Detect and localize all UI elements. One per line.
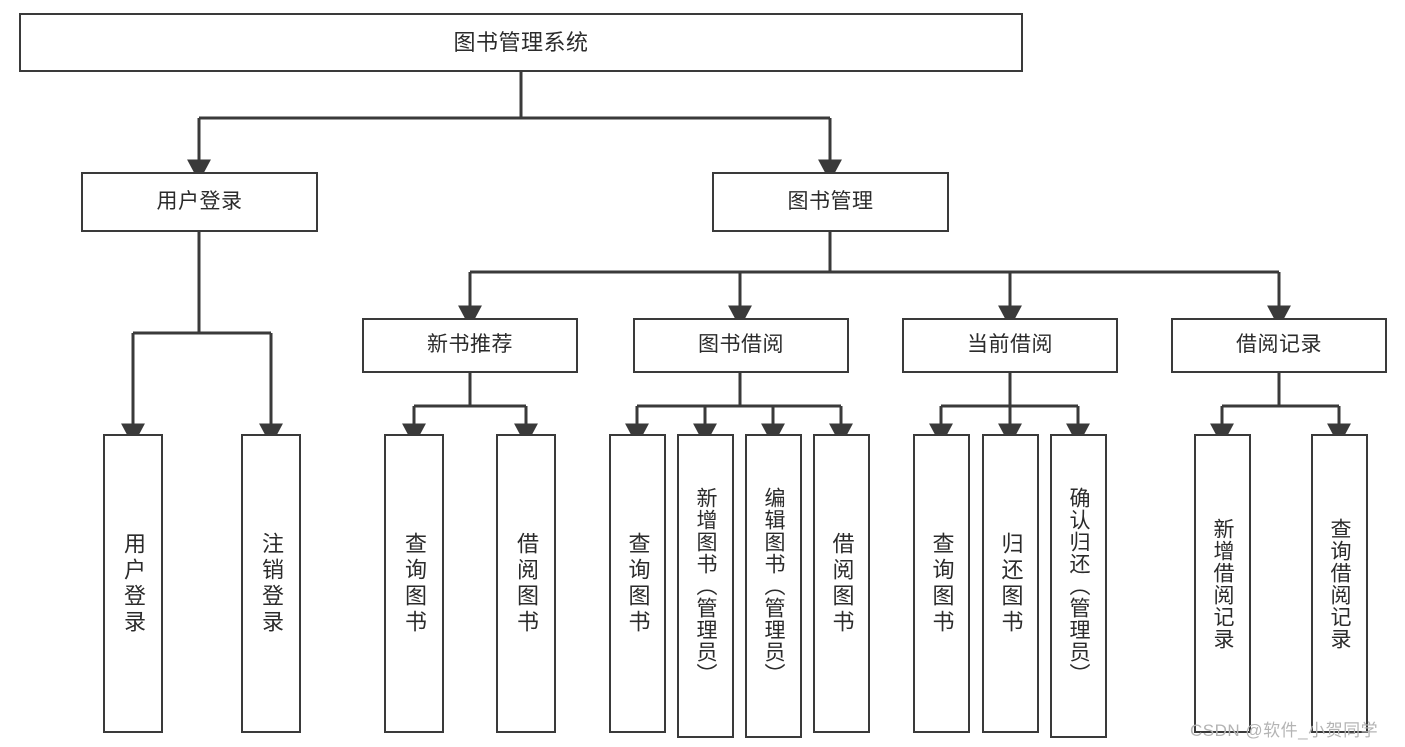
leaf-borrow-add-book-admin-label: 新增图书（管理员） xyxy=(694,487,717,685)
leaf-borrow-edit-book-admin-label: 编辑图书（管理员） xyxy=(762,487,785,685)
leaf-record-query-record-label: 查询借阅记录 xyxy=(1328,517,1351,650)
leaf-current-confirm-return-admin[interactable]: 确认归还（管理员） xyxy=(1050,434,1107,738)
leaf-recommend-borrow-book-label: 借阅图书 xyxy=(514,531,539,636)
leaf-current-return-book-label: 归还图书 xyxy=(998,531,1024,636)
leaf-borrow-edit-book-admin[interactable]: 编辑图书（管理员） xyxy=(745,434,802,738)
leaf-current-query-book[interactable]: 查询图书 xyxy=(913,434,970,733)
leaf-borrow-add-book-admin[interactable]: 新增图书（管理员） xyxy=(677,434,734,738)
leaf-borrow-query-book[interactable]: 查询图书 xyxy=(609,434,666,733)
leaf-borrow-query-book-label: 查询图书 xyxy=(625,531,651,636)
node-new-book-recommend[interactable]: 新书推荐 xyxy=(362,318,578,373)
node-new-book-recommend-label: 新书推荐 xyxy=(427,333,513,357)
node-book-management[interactable]: 图书管理 xyxy=(712,172,949,232)
leaf-recommend-query-book-label: 查询图书 xyxy=(402,531,427,636)
leaf-record-add-record-label: 新增借阅记录 xyxy=(1211,517,1234,650)
leaf-recommend-query-book[interactable]: 查询图书 xyxy=(384,434,444,733)
leaf-current-query-book-label: 查询图书 xyxy=(929,531,955,636)
node-book-borrow-label: 图书借阅 xyxy=(698,333,784,357)
leaf-current-confirm-return-admin-label: 确认归还（管理员） xyxy=(1067,487,1090,685)
leaf-borrow-borrow-book[interactable]: 借阅图书 xyxy=(813,434,870,733)
node-current-borrow[interactable]: 当前借阅 xyxy=(902,318,1118,373)
leaf-record-query-record[interactable]: 查询借阅记录 xyxy=(1311,434,1368,733)
node-user-login[interactable]: 用户登录 xyxy=(81,172,318,232)
leaf-user-login-login-label: 用户登录 xyxy=(121,531,146,636)
leaf-recommend-borrow-book[interactable]: 借阅图书 xyxy=(496,434,556,733)
node-root[interactable]: 图书管理系统 xyxy=(19,13,1023,72)
leaf-user-login-logout-label: 注销登录 xyxy=(259,531,284,636)
leaf-user-login-logout[interactable]: 注销登录 xyxy=(241,434,301,733)
node-book-management-label: 图书管理 xyxy=(787,189,874,213)
leaf-current-return-book[interactable]: 归还图书 xyxy=(982,434,1039,733)
leaf-borrow-borrow-book-label: 借阅图书 xyxy=(829,531,855,636)
node-borrow-record[interactable]: 借阅记录 xyxy=(1171,318,1387,373)
node-borrow-record-label: 借阅记录 xyxy=(1236,333,1322,357)
node-root-label: 图书管理系统 xyxy=(453,29,589,55)
node-current-borrow-label: 当前借阅 xyxy=(967,333,1053,357)
node-user-login-label: 用户登录 xyxy=(156,189,243,213)
csdn-watermark: CSDN @软件_小贺同学 xyxy=(1190,721,1379,740)
node-book-borrow[interactable]: 图书借阅 xyxy=(633,318,849,373)
leaf-user-login-login[interactable]: 用户登录 xyxy=(103,434,163,733)
leaf-record-add-record[interactable]: 新增借阅记录 xyxy=(1194,434,1251,733)
